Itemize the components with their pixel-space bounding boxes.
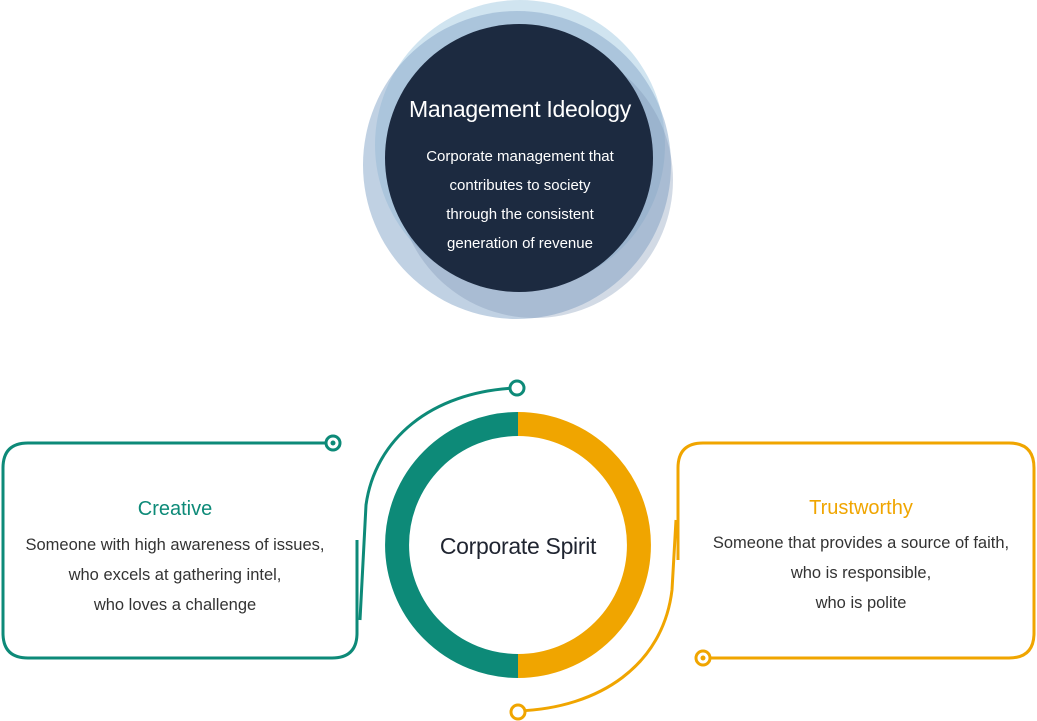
trustworthy-line: Someone that provides a source of faith, [712,534,1010,552]
teal-arc-node [508,379,526,397]
trustworthy-line: who is responsible, [790,564,932,582]
creative-title: Creative [137,498,213,520]
management-ideology-title: Management Ideology [409,96,631,122]
management-ideology-line: contributes to society [449,177,591,194]
creative-line: who excels at gathering intel, [68,566,282,584]
corporate-spirit-title: Corporate Spirit [439,533,597,559]
management-ideology-line: through the consistent [446,206,594,223]
management-ideology-line: generation of revenue [447,235,593,252]
trustworthy-card-border [676,441,1036,660]
trustworthy-description: Someone that provides a source of faith,… [686,528,1036,618]
ring-teal-half [385,412,519,678]
creative-card-node-dot [330,440,336,446]
management-ideology-core [385,24,653,292]
corporate-spirit-ring [385,412,651,678]
ring-gold-half [517,412,651,678]
management-ideology-circles [363,0,673,319]
management-ideology-description: Corporate management that contributes to… [390,142,650,258]
outer-arc-teal [358,386,517,621]
creative-line: who loves a challenge [93,596,257,614]
trustworthy-title: Trustworthy [809,497,913,519]
creative-description: Someone with high awareness of issues, w… [0,530,350,620]
outer-arc-gold [517,519,678,713]
trustworthy-line: who is polite [815,594,907,612]
creative-line: Someone with high awareness of issues, [25,536,325,554]
management-ideology-line: Corporate management that [426,148,614,165]
creative-card-border [1,441,359,660]
gold-arc-node [509,703,527,721]
trustworthy-card-node-dot [700,655,706,661]
